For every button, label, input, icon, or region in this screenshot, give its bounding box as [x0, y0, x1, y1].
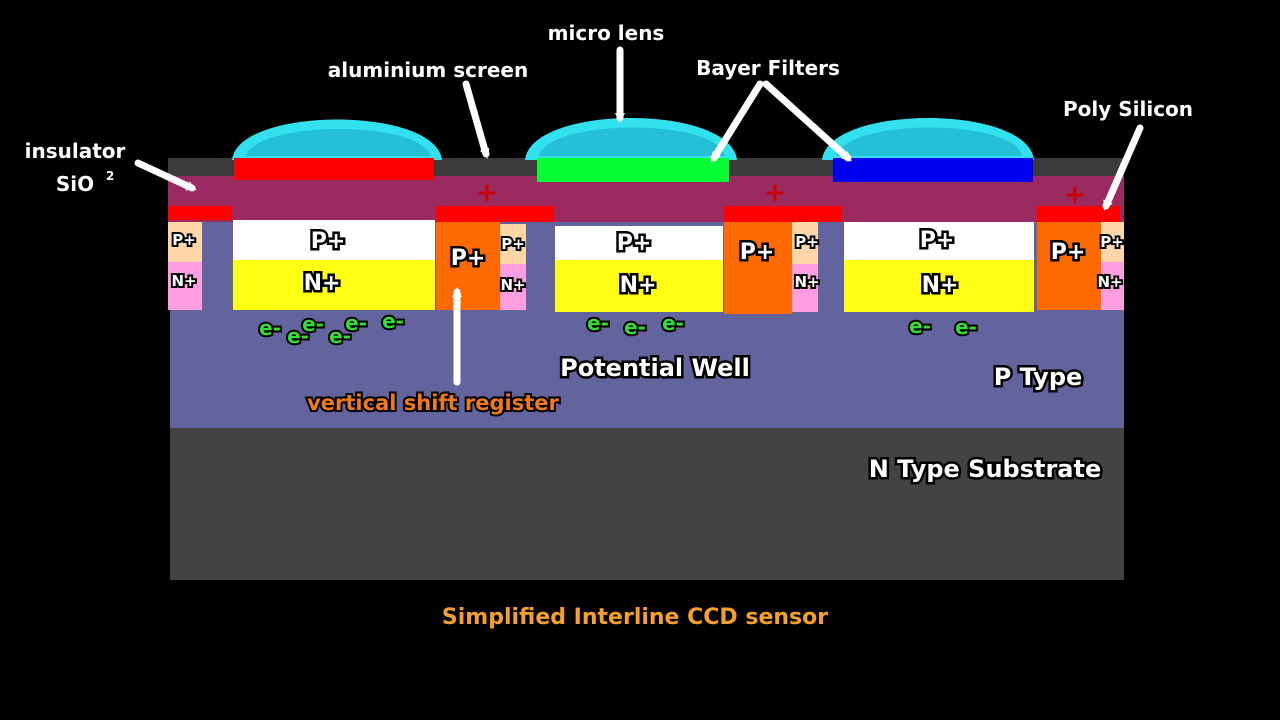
side-n-3 [792, 264, 818, 312]
arrow-aluminium-screen [462, 80, 490, 159]
electron: e- [955, 315, 977, 339]
micro-lens-2-inner [539, 127, 725, 156]
sio-subscript: 2 [106, 169, 114, 183]
shift-register-3 [1037, 222, 1101, 310]
pixel-2-p-layer [555, 226, 723, 260]
electron: e- [624, 315, 646, 339]
electron: e- [329, 324, 351, 348]
side-p-3-label: P+ [795, 233, 819, 251]
register-3-label: P+ [1051, 240, 1086, 265]
gate-4 [1037, 206, 1120, 222]
vertical-shift-register-label: vertical shift register [307, 391, 559, 415]
diagram-caption: Simplified Interline CCD sensor [442, 605, 828, 630]
plus-sign: + [764, 178, 786, 208]
pixel-1-n-layer [233, 260, 435, 310]
register-1-label: P+ [451, 246, 486, 271]
sio-label: SiO [56, 172, 94, 196]
plus-sign: + [1064, 180, 1086, 210]
electron: e- [662, 311, 684, 335]
side-n-1-label: N+ [171, 272, 196, 290]
pixel-2-p-label: P+ [617, 231, 652, 256]
side-n-2 [500, 264, 526, 310]
pixel-2-n-layer [555, 260, 723, 312]
side-p-1-label: P+ [172, 231, 196, 249]
p-type-label: P Type [994, 363, 1083, 391]
gate-1 [168, 206, 232, 220]
pixel-1-p-label: P+ [311, 229, 346, 254]
bayer-filter-green [537, 158, 729, 182]
register-2-label: P+ [740, 240, 775, 265]
side-p-4 [1101, 222, 1124, 262]
arrow-insulator [134, 159, 197, 192]
micro-lens-label: micro lens [548, 21, 665, 45]
pixel-3-n-layer [844, 260, 1034, 312]
electron: e- [287, 324, 309, 348]
electron: e- [382, 309, 404, 333]
side-p-1 [168, 222, 202, 262]
shift-register-1 [436, 222, 500, 310]
electron: e- [587, 311, 609, 335]
shift-register-2 [724, 222, 792, 314]
pixel-2-n-label: N+ [620, 273, 657, 298]
insulator-label: insulator [25, 139, 126, 163]
side-p-2 [500, 224, 526, 264]
gate-3 [724, 206, 842, 222]
micro-lens-3-inner [836, 127, 1022, 156]
side-n-1 [168, 262, 202, 310]
aluminium-screen-label: aluminium screen [328, 58, 528, 82]
side-p-2-label: P+ [501, 235, 525, 253]
side-n-2-label: N+ [500, 276, 525, 294]
electron: e- [345, 311, 367, 335]
n-type-substrate-label: N Type Substrate [869, 455, 1102, 483]
electron: e- [302, 312, 324, 336]
bayer-filter-red [234, 158, 434, 180]
plus-sign: + [476, 178, 498, 208]
pixel-1-n-label: N+ [304, 271, 341, 296]
side-n-4 [1101, 262, 1124, 310]
arrow-poly-silicon [1102, 124, 1144, 211]
bayer-filter-blue [833, 158, 1033, 182]
bayer-filters-label: Bayer Filters [696, 56, 840, 80]
side-n-4-label: N+ [1097, 273, 1122, 291]
pixel-1-p-layer [233, 220, 435, 260]
micro-lens-1-inner [246, 129, 430, 156]
electron: e- [259, 316, 281, 340]
side-n-3-label: N+ [794, 273, 819, 291]
electron: e- [909, 314, 931, 338]
pixel-3-n-label: N+ [922, 273, 959, 298]
callout-arrows [134, 46, 1144, 386]
n-type-substrate [170, 428, 1124, 580]
side-p-3 [792, 222, 818, 264]
gate-2 [436, 206, 554, 222]
potential-well-label: Potential Well [560, 354, 750, 382]
side-p-4-label: P+ [1100, 233, 1124, 251]
pixel-3-p-label: P+ [920, 228, 955, 253]
poly-silicon-label: Poly Silicon [1063, 97, 1193, 121]
pixel-3-p-layer [844, 222, 1034, 260]
arrow-bayer-green [710, 80, 764, 163]
arrow-bayer-blue [762, 80, 852, 162]
